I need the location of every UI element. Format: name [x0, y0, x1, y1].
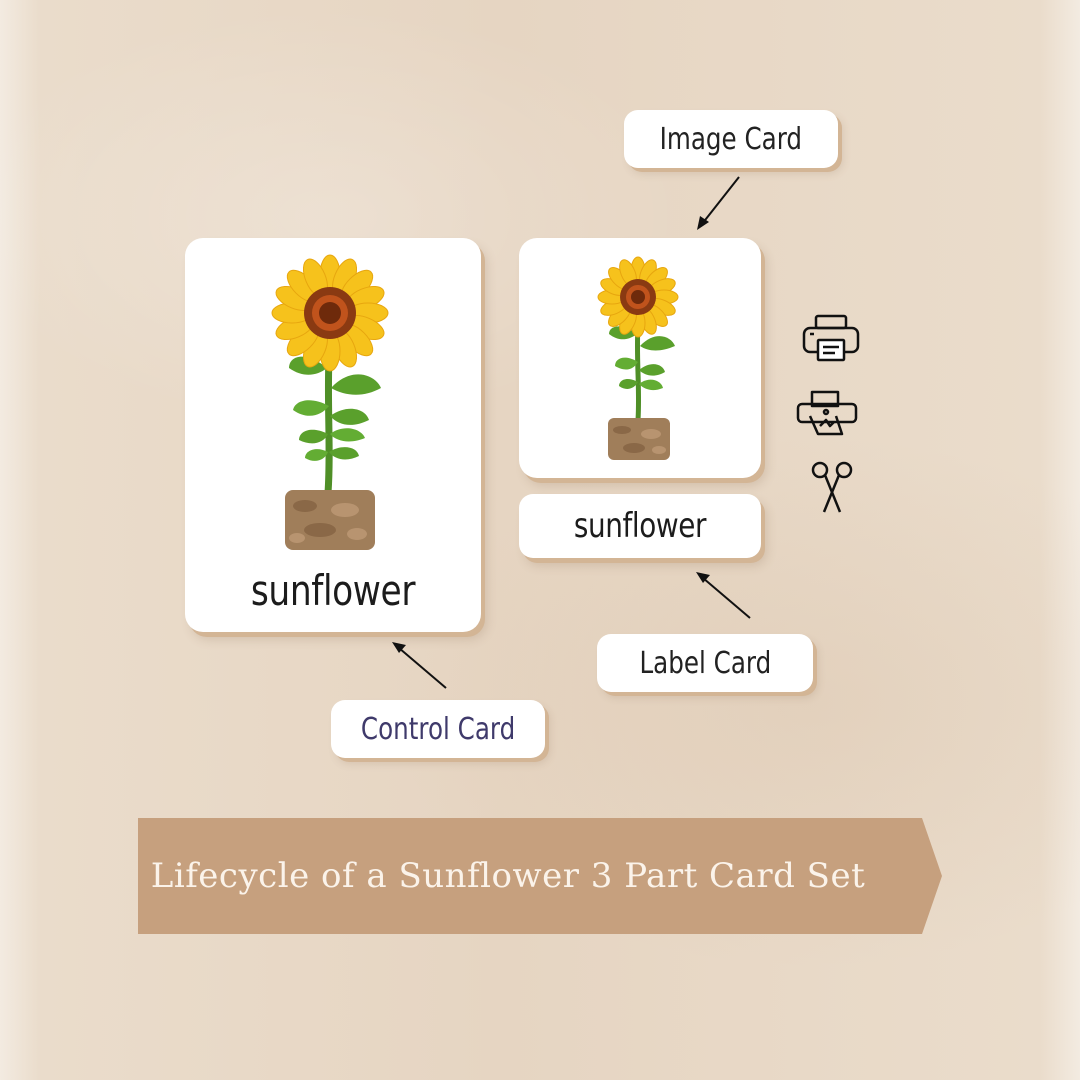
label-card-label: Label Card [597, 634, 813, 692]
label-card: sunflower [519, 494, 761, 558]
image-card [519, 238, 761, 478]
control-card-word: sunflower [250, 566, 416, 615]
scissors-icon [811, 461, 853, 513]
banner-title: Lifecycle of a Sunflower 3 Part Card Set [150, 856, 866, 896]
laminator-icon [796, 390, 858, 436]
label-card-word: sunflower [573, 506, 707, 546]
control-card: sunflower [185, 238, 481, 632]
image-card-label: Image Card [624, 110, 838, 168]
title-banner [138, 818, 942, 934]
sunflower-illustration [271, 254, 389, 550]
control-card-label: Control Card [331, 700, 545, 758]
printer-icon [802, 314, 860, 362]
sunflower-illustration [597, 256, 679, 460]
